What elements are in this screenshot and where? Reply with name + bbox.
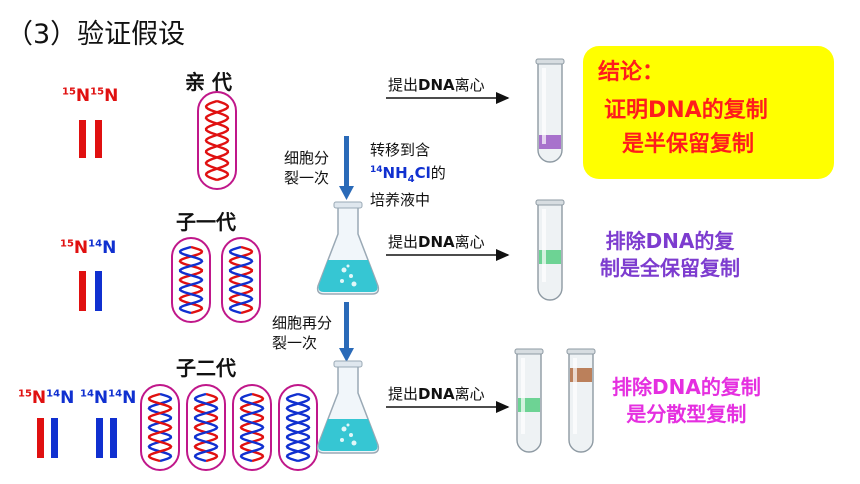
division-step-1-text: 细胞分裂一次 xyxy=(284,149,330,187)
test-tube-second-a xyxy=(514,348,544,453)
extract-label-2: 提出DNA离心 xyxy=(388,233,485,251)
strand-bars-first xyxy=(79,271,102,311)
test-tube-second-b xyxy=(566,348,596,453)
second-cell-d xyxy=(278,384,318,471)
transfer-step-text: 转移到含 14NH4Cl的 培养液中 xyxy=(370,141,446,209)
conclusion-box xyxy=(583,46,834,179)
isotope-label-second-light: 14N14N xyxy=(80,388,137,408)
first-cell-a xyxy=(171,237,211,323)
parent-generation-label: 亲 代 xyxy=(185,70,232,94)
isotope-label-second-hybrid: 15N14N xyxy=(18,388,75,408)
parent-cell xyxy=(197,91,237,190)
isotope-label-first: 15N14N xyxy=(60,238,117,258)
second-cell-b xyxy=(186,384,226,471)
test-tube-first xyxy=(535,199,565,301)
isotope-label-parent: 15N15N xyxy=(62,86,119,106)
exclude-dispersive-text: 排除DNA的复制是分散型复制 xyxy=(612,375,761,426)
second-generation-label: 子二代 xyxy=(176,356,236,380)
division-arrow-1 xyxy=(339,136,354,200)
flask-1 xyxy=(316,201,380,295)
division-arrow-2 xyxy=(339,302,354,362)
conclusion-heading: 结论： xyxy=(598,60,665,85)
page-title: （3）验证假设 xyxy=(6,19,186,50)
extract-label-3: 提出DNA离心 xyxy=(388,385,485,403)
conclusion-line-1: 证明DNA的复制 xyxy=(604,98,768,123)
second-cell-c xyxy=(232,384,272,471)
division-step-2-text: 细胞再分裂一次 xyxy=(272,314,333,352)
strand-bars-parent xyxy=(79,120,102,158)
test-tube-parent xyxy=(535,58,565,163)
flask-2 xyxy=(316,360,380,454)
first-generation-label: 子一代 xyxy=(176,210,236,234)
exclude-conservative-text: 排除DNA的复制是全保留复制 xyxy=(600,229,740,280)
second-cell-a xyxy=(140,384,180,471)
first-cell-b xyxy=(221,237,261,323)
conclusion-line-2: 是半保留复制 xyxy=(622,132,755,157)
extract-label-1: 提出DNA离心 xyxy=(388,76,485,94)
strand-bars-second xyxy=(37,418,117,458)
